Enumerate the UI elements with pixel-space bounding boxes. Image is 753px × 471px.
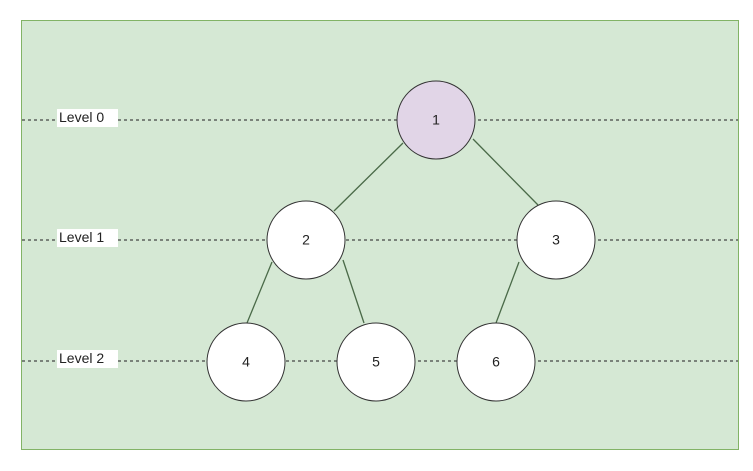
node-6-circle	[456, 322, 536, 402]
node-4-label: 4	[242, 354, 250, 370]
edge-2-4	[246, 261, 273, 324]
nodes: 1 2 3 4 5 6	[206, 80, 596, 402]
node-3-label: 3	[552, 232, 560, 248]
node-2: 2	[266, 200, 346, 280]
level-1-label: Level 1	[59, 229, 104, 245]
edge-2-5	[342, 259, 365, 324]
node-6-label: 6	[492, 354, 500, 370]
node-3-circle	[516, 200, 596, 280]
edge-3-6	[495, 261, 520, 324]
level-1-row: Level 1	[22, 229, 738, 247]
node-2-label: 2	[302, 232, 310, 248]
edge-1-2	[333, 142, 404, 212]
level-2-label-bg	[57, 350, 118, 368]
node-1-label: 1	[432, 112, 440, 128]
level-1-label-bg	[57, 229, 118, 247]
edge-1-3	[472, 138, 539, 206]
level-2-label: Level 2	[59, 350, 104, 366]
node-4: 4	[206, 322, 286, 402]
level-0-row: Level 0	[22, 109, 738, 127]
node-3: 3	[516, 200, 596, 280]
node-6: 6	[456, 322, 536, 402]
level-0-label: Level 0	[59, 109, 104, 125]
level-0-label-bg	[57, 109, 118, 127]
level-2-row: Level 2	[22, 350, 738, 368]
node-1-circle	[396, 80, 476, 160]
node-5-label: 5	[372, 354, 380, 370]
node-5: 5	[336, 322, 416, 402]
edges	[246, 138, 539, 324]
node-1: 1	[396, 80, 476, 160]
node-2-circle	[266, 200, 346, 280]
node-4-circle	[206, 322, 286, 402]
node-5-circle	[336, 322, 416, 402]
